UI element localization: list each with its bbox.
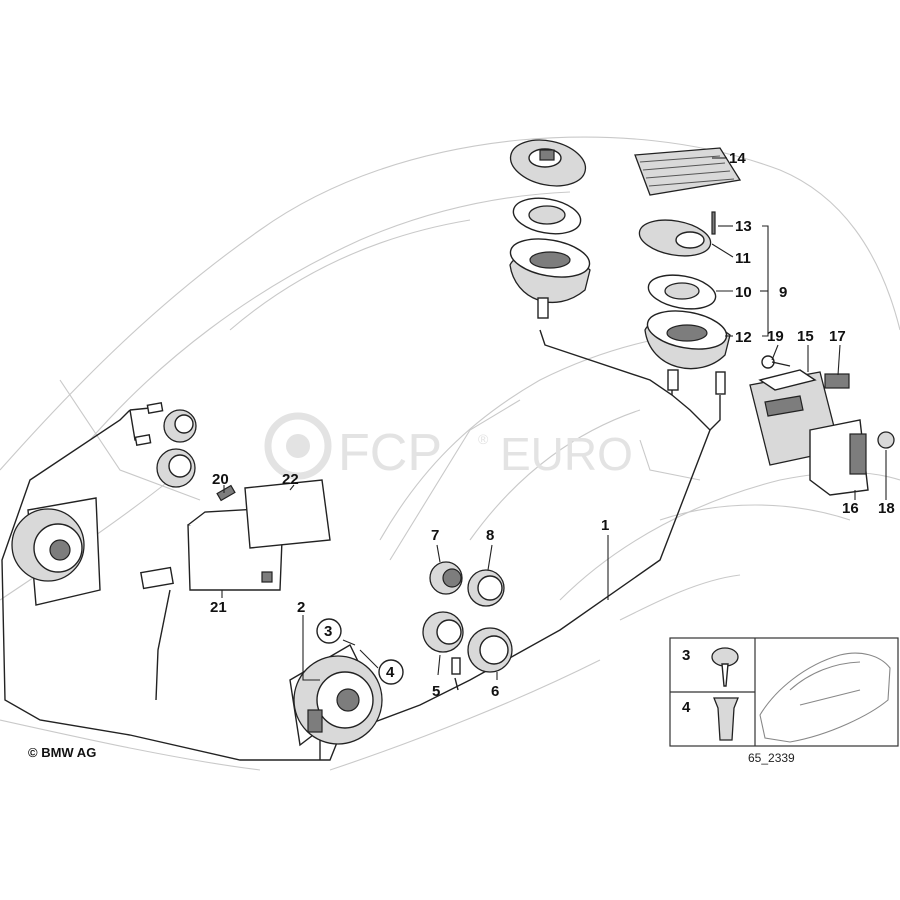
car-body-outline bbox=[0, 136, 900, 771]
label-20: 20 bbox=[212, 471, 229, 488]
label-10: 10 bbox=[735, 284, 752, 301]
label-18: 18 bbox=[878, 500, 895, 517]
door-speaker bbox=[289, 644, 383, 747]
label-13: 13 bbox=[735, 218, 752, 235]
rear-tweeters bbox=[134, 402, 197, 488]
label-16: 16 bbox=[842, 500, 859, 517]
watermark-brand-a: FCP bbox=[338, 424, 442, 482]
label-11: 11 bbox=[735, 250, 751, 267]
car-thumbnail-icon bbox=[759, 652, 891, 743]
screw-icon bbox=[711, 647, 739, 687]
label-4: 4 bbox=[386, 664, 395, 681]
leader-lines bbox=[221, 157, 887, 681]
label-3: 3 bbox=[324, 623, 332, 640]
label-12: 12 bbox=[735, 329, 752, 346]
wiring-harness bbox=[1, 329, 721, 761]
label-22: 22 bbox=[282, 471, 299, 488]
diagram-code: 65_2339 bbox=[748, 751, 795, 765]
label-14: 14 bbox=[729, 150, 746, 167]
copyright-text: © BMW AG bbox=[28, 745, 96, 760]
label-6: 6 bbox=[491, 683, 499, 700]
rear-speaker-assembly-right bbox=[634, 147, 742, 395]
fcp-euro-watermark: FCP ® EURO bbox=[264, 412, 633, 482]
watermark-brand-b: EURO bbox=[500, 428, 633, 480]
radio-mount-parts bbox=[140, 479, 331, 591]
label-2: 2 bbox=[297, 599, 305, 616]
amplifier-module bbox=[749, 355, 895, 496]
label-21: 21 bbox=[210, 599, 227, 616]
label-7: 7 bbox=[431, 527, 439, 544]
clip-nut-icon bbox=[713, 697, 739, 741]
callout-labels: 1 2 3 4 5 6 7 8 9 10 11 12 13 14 15 16 1… bbox=[210, 150, 895, 700]
inset-label-4: 4 bbox=[682, 699, 691, 716]
label-17: 17 bbox=[829, 328, 846, 345]
label-8: 8 bbox=[486, 527, 494, 544]
label-15: 15 bbox=[797, 328, 814, 345]
label-9: 9 bbox=[779, 284, 787, 301]
label-1: 1 bbox=[601, 517, 609, 534]
speaker-rings bbox=[422, 561, 513, 675]
label-19: 19 bbox=[767, 328, 784, 345]
watermark-reg: ® bbox=[478, 431, 489, 447]
subwoofer-speaker bbox=[11, 497, 101, 606]
inset-label-3: 3 bbox=[682, 647, 690, 664]
label-5: 5 bbox=[432, 683, 440, 700]
rear-speaker-assembly-left bbox=[509, 139, 591, 319]
inset-panel: 3 4 65_2339 bbox=[669, 637, 899, 765]
